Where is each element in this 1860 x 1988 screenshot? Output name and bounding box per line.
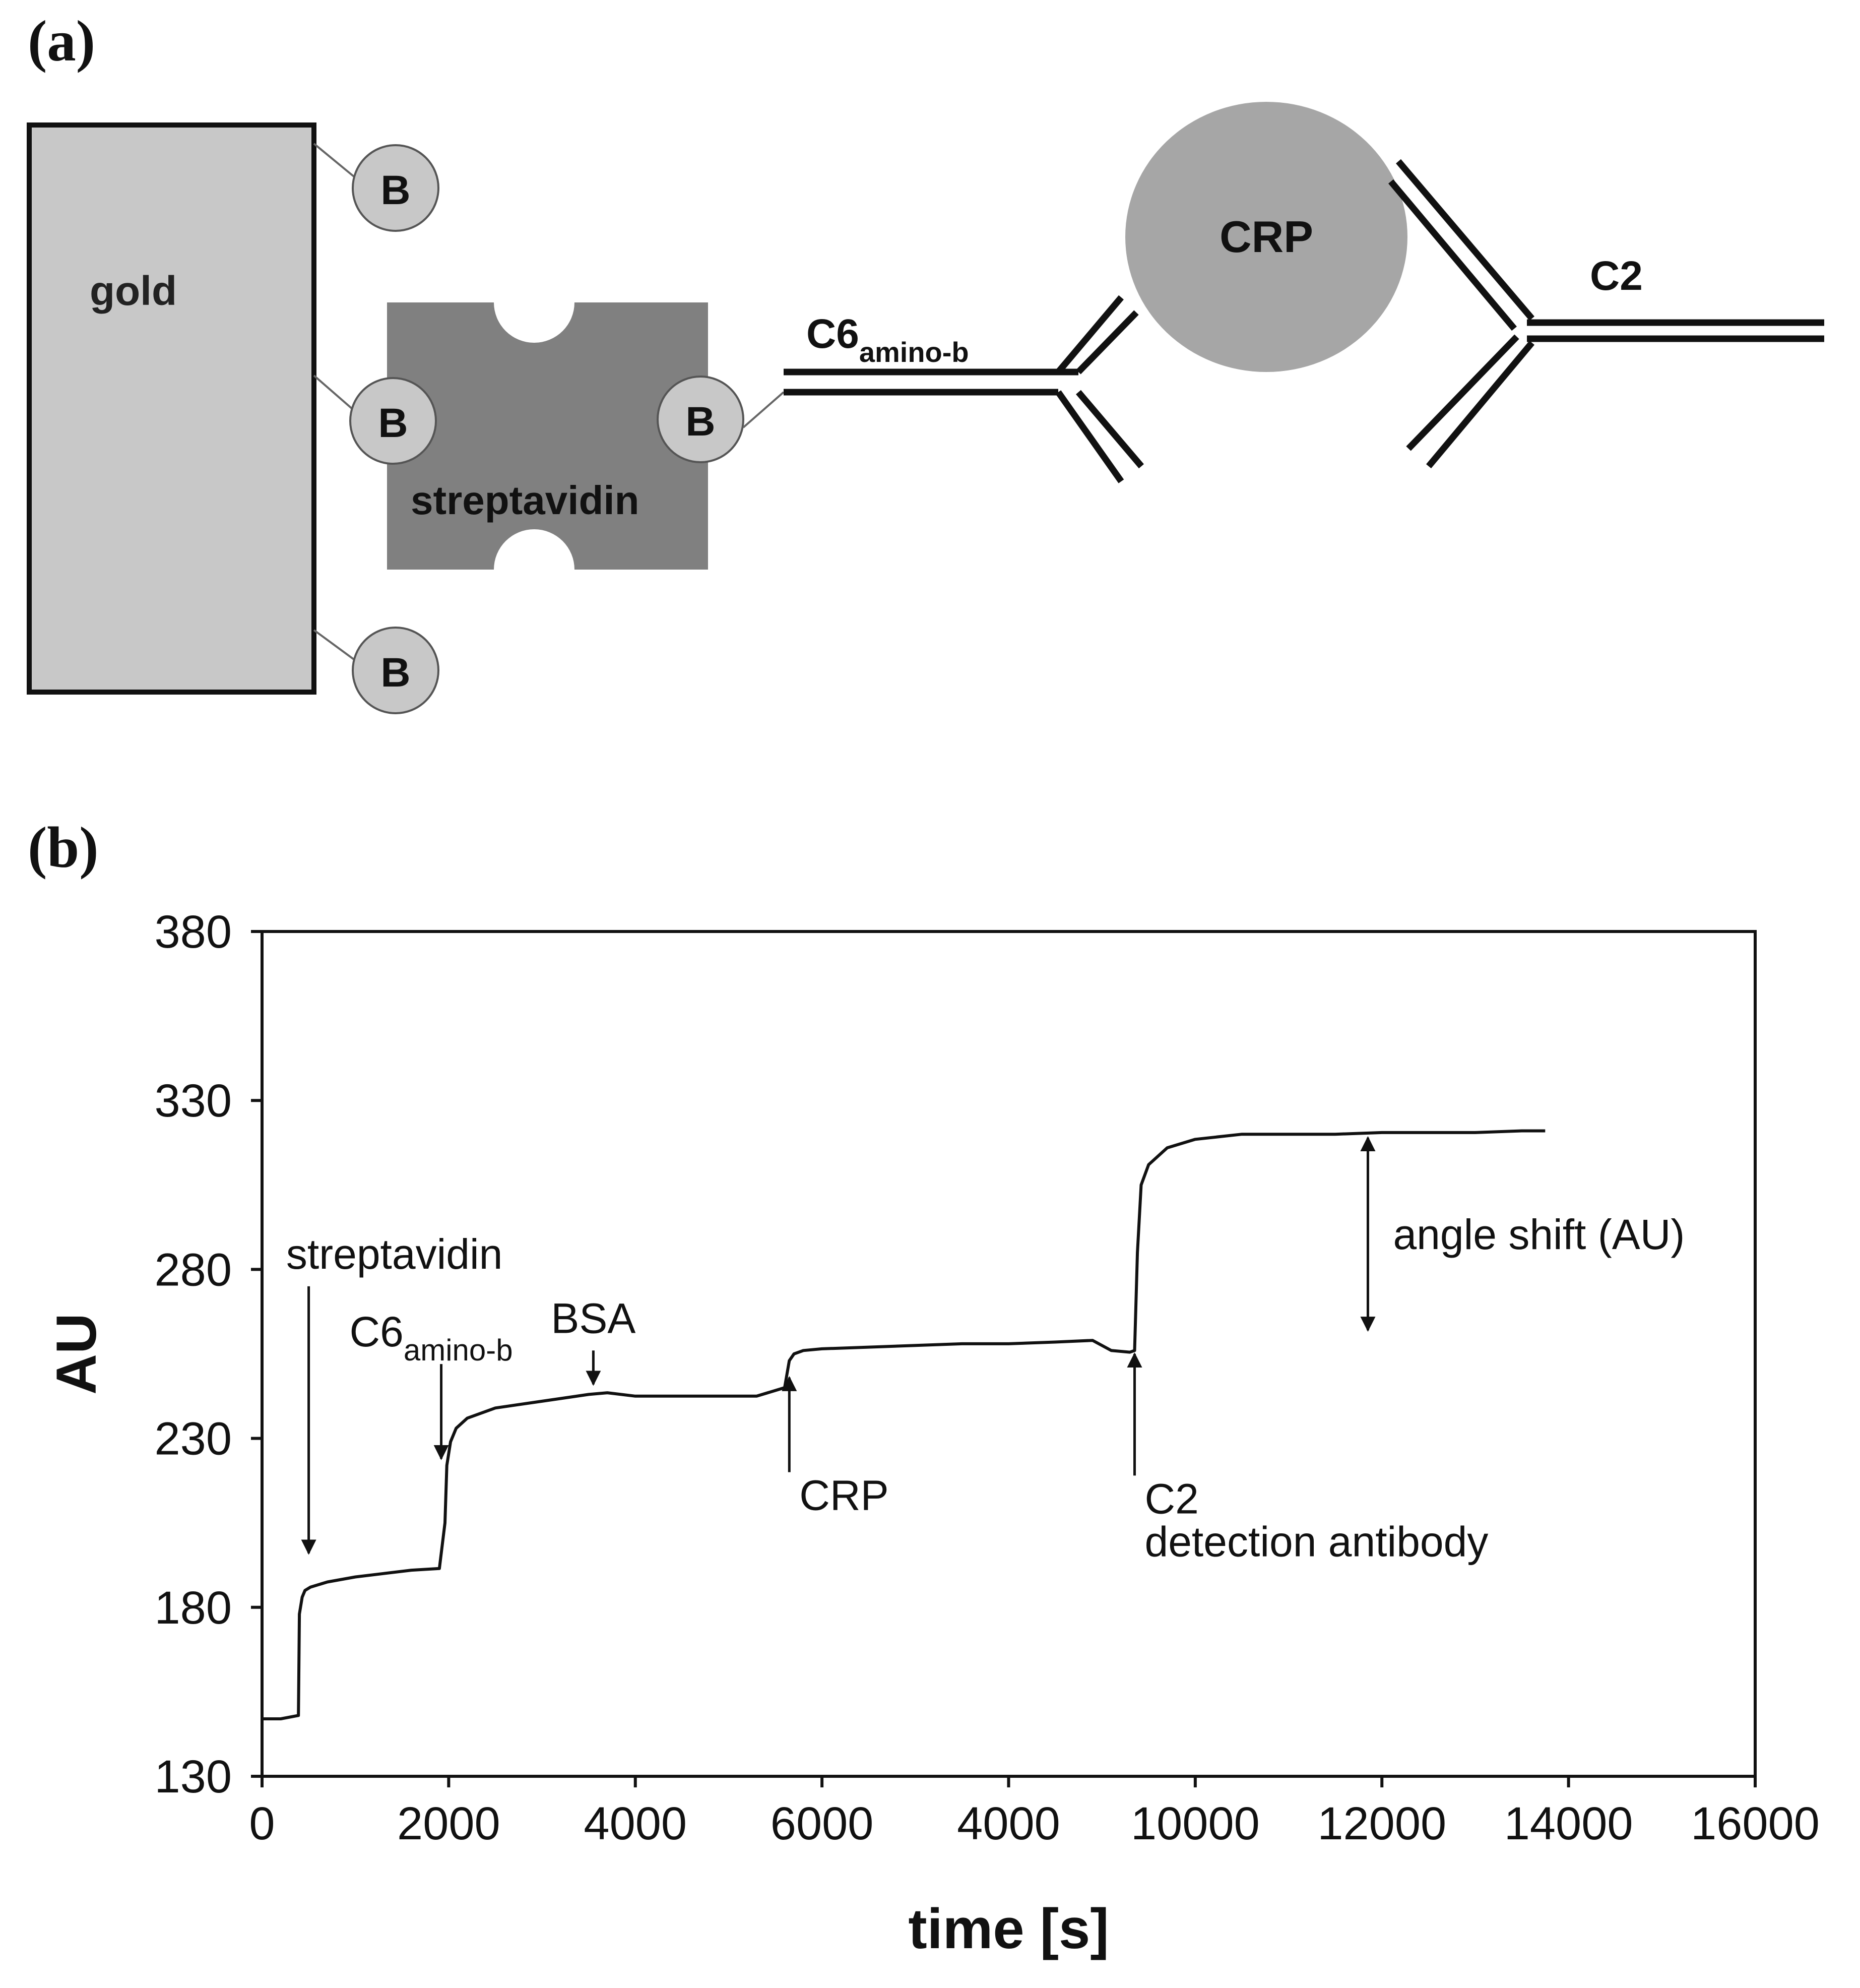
biotin-circle xyxy=(657,376,744,463)
c2-label: C2 xyxy=(1590,253,1643,299)
gold-block xyxy=(27,122,316,695)
c6-label: C6amino-b xyxy=(806,311,969,368)
biotin-circle xyxy=(349,377,437,465)
biotin-right: B xyxy=(657,376,744,463)
y-axis-label: AU xyxy=(45,1313,108,1395)
x-tick-label: 14000 xyxy=(1504,1798,1633,1849)
panel-b-label: (b) xyxy=(28,816,99,880)
biotin-label: B xyxy=(380,167,410,213)
y-tick-label: 130 xyxy=(155,1751,232,1803)
annotation-label: BSA xyxy=(551,1294,635,1342)
panel-b: (b) 0 2000 4000 6000 4000 10000 12000 14000 1600… xyxy=(28,816,1820,1960)
annotation-subscript: amino-b xyxy=(404,1333,513,1367)
biotin-top: B xyxy=(352,144,439,232)
biotin-bottom: B xyxy=(352,627,439,714)
panel-a: (a) gold streptavidin B B B B xyxy=(27,9,1824,714)
c2-antibody xyxy=(1388,159,1824,469)
biotin-circle xyxy=(352,144,439,232)
crp-label: CRP xyxy=(1220,212,1313,262)
panel-a-label: (a) xyxy=(28,9,95,73)
biotin-label: B xyxy=(380,650,410,696)
streptavidin-block xyxy=(387,302,708,570)
annotation-text: BSA xyxy=(551,1294,635,1342)
x-tick-label: 10000 xyxy=(1131,1798,1260,1849)
y-tick-label: 330 xyxy=(155,1075,232,1127)
biotin-label: B xyxy=(685,399,715,445)
biotin-circle xyxy=(352,627,439,714)
annotation-text: CRP xyxy=(799,1472,888,1519)
annotation-label: CRP xyxy=(799,1472,888,1519)
y-tick-label: 380 xyxy=(155,906,232,958)
annotation-text: C6 xyxy=(349,1308,403,1355)
x-tick-label: 4000 xyxy=(584,1798,687,1849)
x-tick-label: 0 xyxy=(249,1798,275,1849)
x-tick-label: 2000 xyxy=(397,1798,500,1849)
x-axis-label: time [s] xyxy=(908,1897,1109,1960)
x-tick-label: 6000 xyxy=(771,1798,874,1849)
biotin-label: B xyxy=(378,400,408,446)
c6-antibody xyxy=(784,295,1144,483)
streptavidin-label: streptavidin xyxy=(411,478,639,523)
x-tick-label: 4000 xyxy=(957,1798,1060,1849)
c6-subscript: amino-b xyxy=(859,336,969,368)
crp-circle xyxy=(1125,102,1407,372)
annotation-text: angle shift (AU) xyxy=(1393,1211,1685,1258)
y-tick-label: 280 xyxy=(155,1244,232,1295)
annotation-label: angle shift (AU) xyxy=(1393,1211,1685,1258)
annotation-label: streptavidin xyxy=(286,1230,503,1278)
biotin-middle: B xyxy=(349,377,437,465)
annotation-label-line2: detection antibody xyxy=(1145,1518,1489,1565)
tether-line xyxy=(313,143,355,177)
series-line xyxy=(262,1129,1546,1720)
gold-label: gold xyxy=(90,268,177,314)
y-tick-label: 230 xyxy=(155,1413,232,1465)
x-tick-label: 16000 xyxy=(1691,1798,1820,1849)
tether-line xyxy=(742,391,785,428)
annotation-text: C2 xyxy=(1145,1475,1199,1522)
tether-line xyxy=(313,375,354,410)
annotation-text: streptavidin xyxy=(286,1230,503,1278)
annotation-label: C2 xyxy=(1145,1475,1199,1522)
annotation-label: C6amino-b xyxy=(349,1308,512,1367)
tether-line xyxy=(313,629,355,660)
sensorgram-chart: 0 2000 4000 6000 4000 10000 12000 14000 16000 130… xyxy=(45,906,1820,1960)
x-tick-label: 12000 xyxy=(1317,1798,1446,1849)
y-tick-label: 180 xyxy=(155,1582,232,1634)
